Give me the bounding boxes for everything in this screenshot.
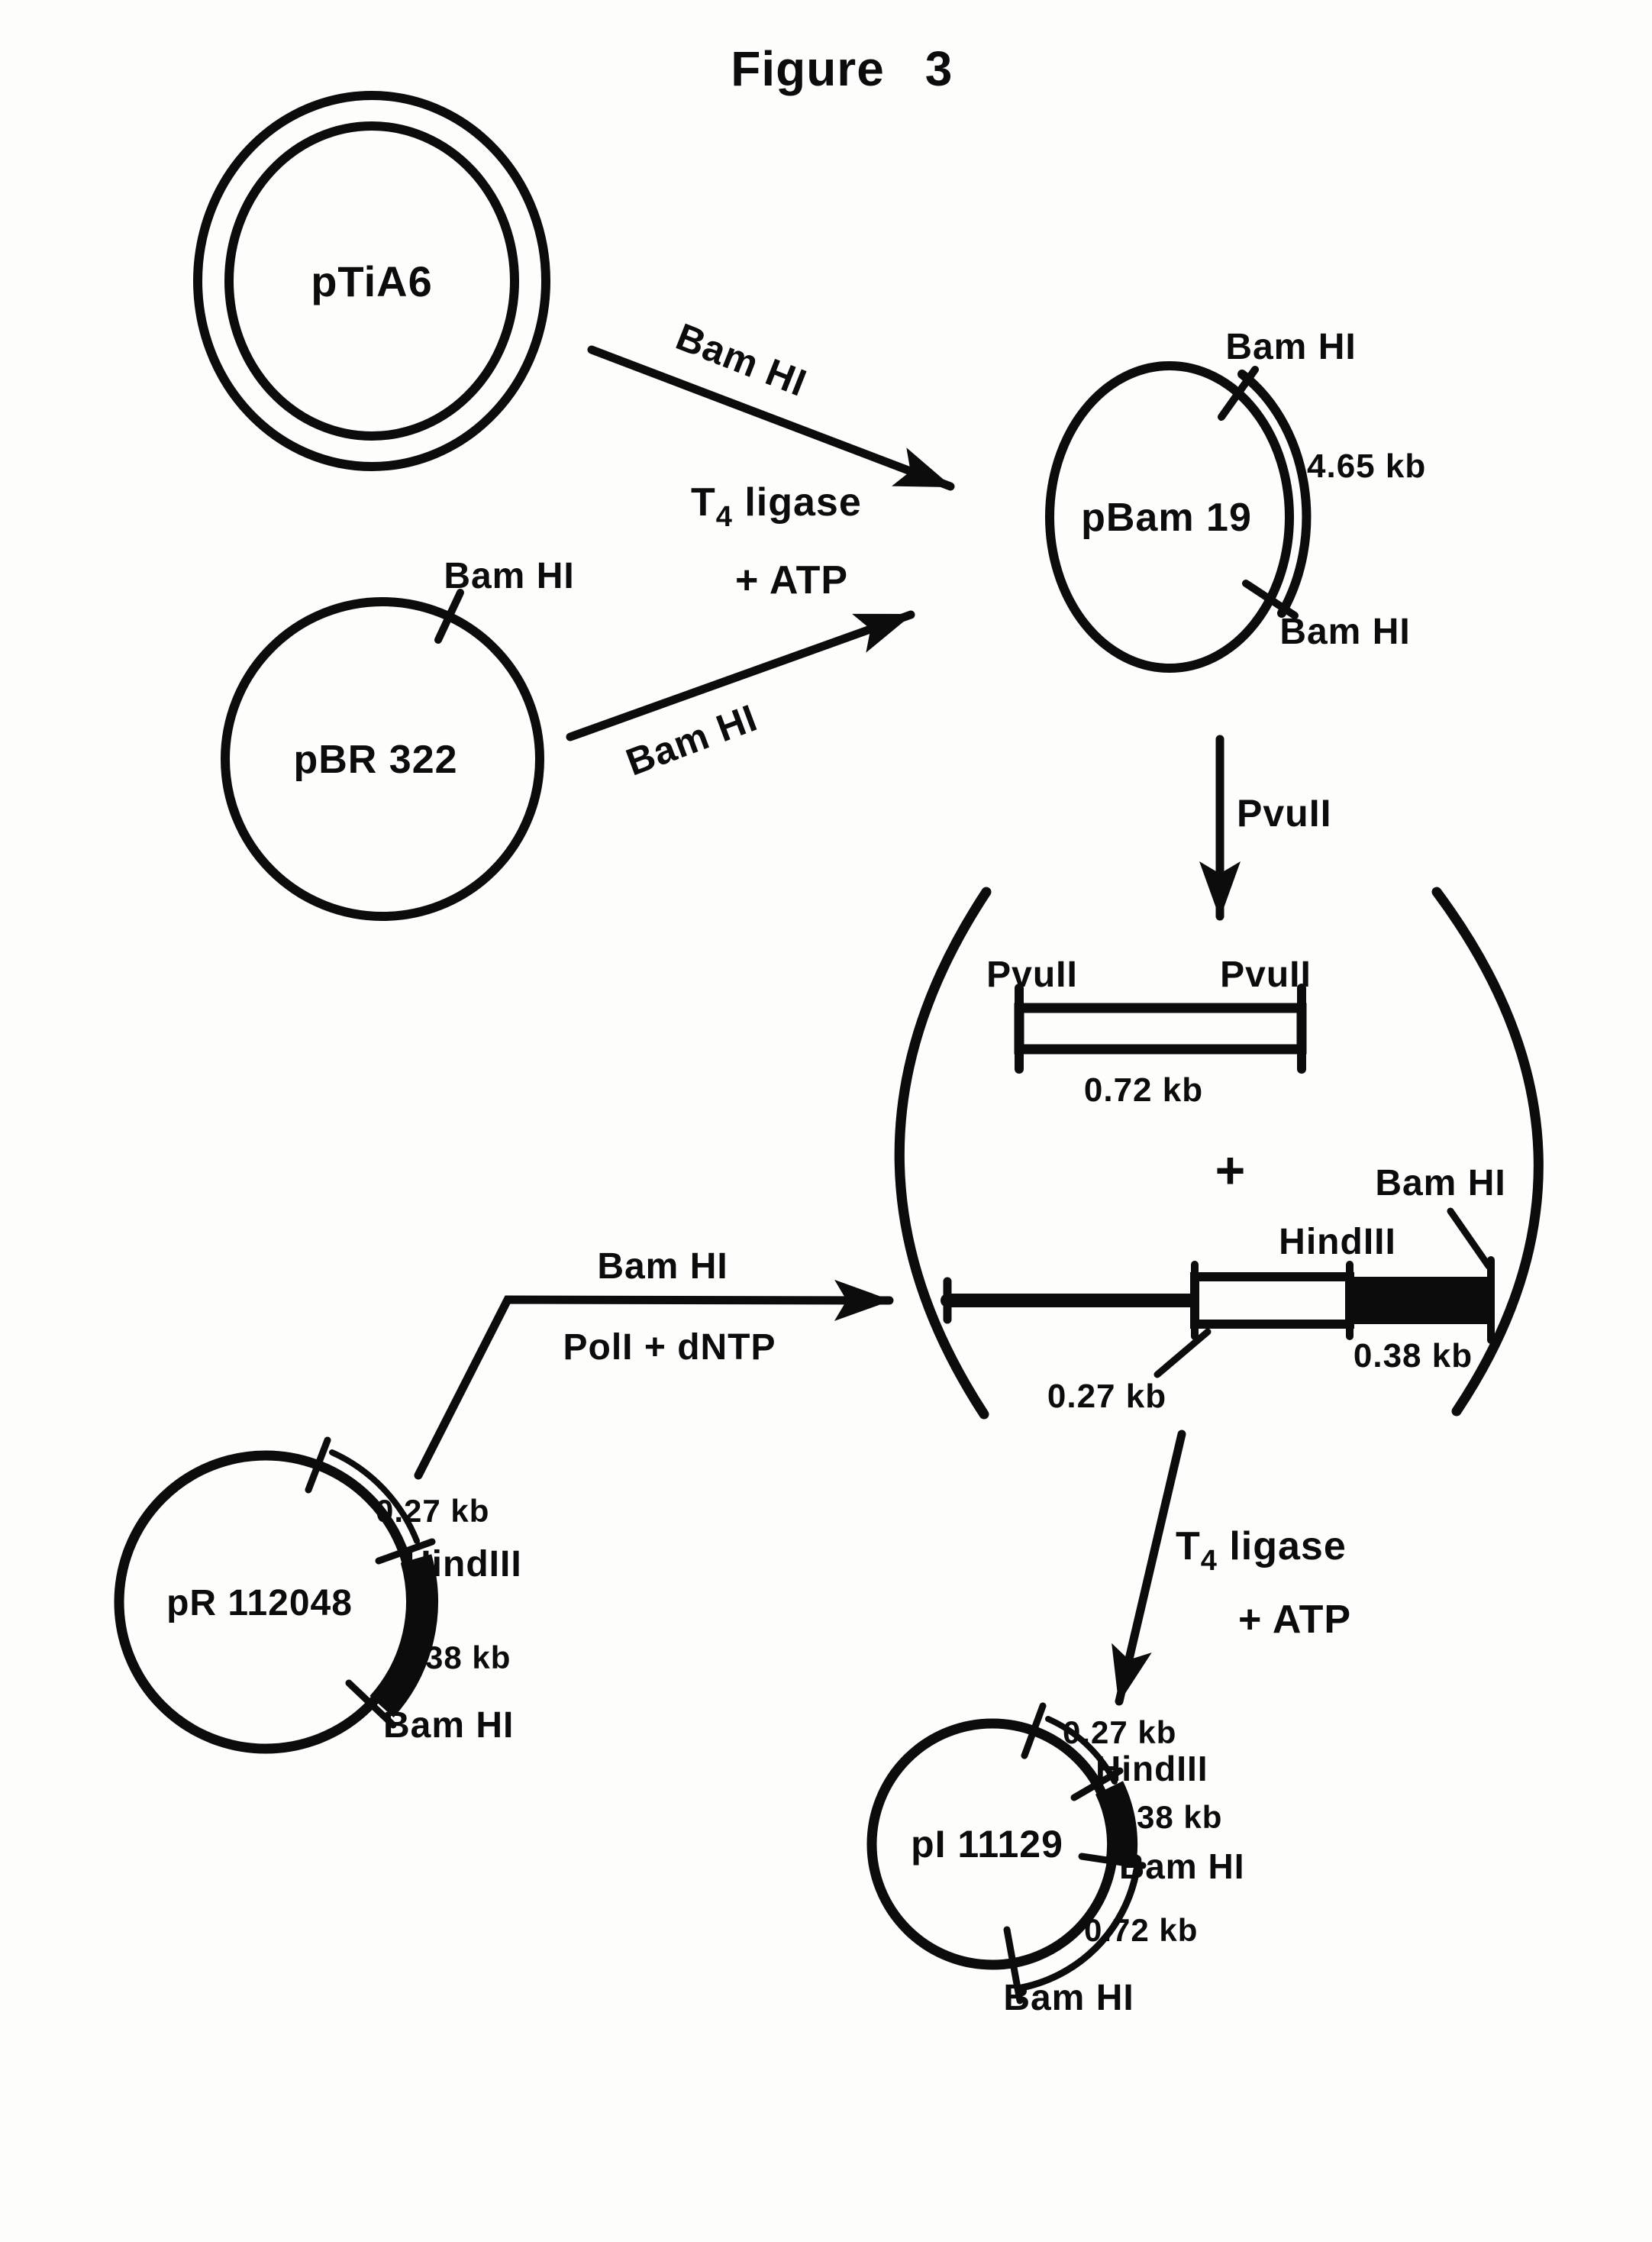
ligation-bottom-cofactor-label: + ATP xyxy=(1238,1598,1351,1642)
pvuii-fragment: PvuII PvuII 0.72 kb xyxy=(986,955,1312,1109)
pbr322-bamhi-label: Bam HI xyxy=(444,556,574,596)
pbam19-label: pBam 19 xyxy=(1081,496,1252,540)
pr112048-038-black-arc xyxy=(369,1554,438,1718)
ptia6-outer-circle xyxy=(193,91,550,471)
pbam19-bamhi-top-label: Bam HI xyxy=(1225,327,1356,367)
linear-fragment-bamhi-label: Bam HI xyxy=(1375,1163,1505,1203)
linear-fragment-027-leader xyxy=(1153,1328,1212,1378)
plasmid-ptia6: pTiA6 xyxy=(193,91,550,471)
arrow-pbr322-to-pbam19 xyxy=(566,610,915,741)
arrow-ptia6-to-pbam19 xyxy=(587,345,955,491)
ligation-top-cofactor-label: + ATP xyxy=(735,558,848,602)
pvuii-fragment-bar xyxy=(1014,1003,1307,1055)
pvuii-fragment-size-label: 0.72 kb xyxy=(1084,1071,1203,1109)
pi11129-027-label: 0.27 kb xyxy=(1063,1714,1176,1750)
pbr322-circle xyxy=(221,597,544,921)
reaction-digest-fill: Bam HI PolI + dNTP xyxy=(414,1246,894,1480)
reaction-ligation-top: T4 ligase + ATP xyxy=(691,480,862,602)
pbam19-bamhi-tick-top xyxy=(1218,366,1259,421)
pbr322-label: pBR 322 xyxy=(293,738,457,782)
plasmid-pi11129: pI 11129 0.27 kb HindIII 0.38 kb Bam HI … xyxy=(866,1702,1244,2018)
bracket-right-paren xyxy=(1431,887,1544,1417)
linear-fragment-hindiii-label: HindIII xyxy=(1279,1222,1396,1262)
pr112048-038-label: 0.38 kb xyxy=(397,1640,511,1675)
ligation-top-enzyme-label: T4 ligase xyxy=(691,480,862,533)
figure-title-word: Figure xyxy=(731,41,885,96)
pbam19-bamhi-bottom-label: Bam HI xyxy=(1279,612,1410,652)
digest-pvuii-enzyme-label: PvuII xyxy=(1237,792,1331,835)
pi11129-072-arc xyxy=(1014,1866,1141,1992)
pr112048-hindiii-tick xyxy=(375,1538,436,1565)
ptia6-inner-circle xyxy=(224,121,519,441)
pi11129-label: pI 11129 xyxy=(911,1823,1063,1866)
pi11129-top-tick xyxy=(1021,1702,1047,1759)
plasmid-pbr322: pBR 322 Bam HI xyxy=(221,556,574,921)
pvuii-fragment-right-site-label: PvuII xyxy=(1220,955,1312,995)
digest-fill-line1-label: Bam HI xyxy=(597,1246,728,1287)
bracket-left-paren xyxy=(894,887,992,1420)
pr112048-bamhi-tick xyxy=(345,1679,397,1729)
digest-fill-line2-label: PolI + dNTP xyxy=(563,1327,776,1368)
pi11129-038-label: 0.38 kb xyxy=(1108,1799,1222,1835)
pbam19-circle xyxy=(1045,361,1294,673)
linear-fragment: Bam HI HindIII 0.38 kb 0.27 kb xyxy=(941,1163,1505,1415)
plus-sign: + xyxy=(1215,1142,1247,1200)
reaction-digest-pbr322: Bam HI xyxy=(566,610,915,784)
pi11129-hindiii-tick xyxy=(1070,1767,1124,1801)
linear-fragment-open-box xyxy=(1190,1272,1354,1329)
pr112048-027-label: 0.27 kb xyxy=(376,1493,489,1529)
pi11129-bamhi-bottom-label: Bam HI xyxy=(1003,1978,1134,2018)
linear-fragment-027-label: 0.27 kb xyxy=(1047,1378,1166,1415)
reaction-digest-ptia6: Bam HI xyxy=(587,315,955,491)
pi11129-072-label: 0.72 kb xyxy=(1084,1912,1198,1948)
pr112048-hindiii-label: HindIII xyxy=(405,1544,522,1585)
pr112048-027-arc xyxy=(329,1449,420,1544)
pr112048-label: pR 112048 xyxy=(166,1583,353,1623)
reaction-ligation-bottom: T4 ligase + ATP xyxy=(1112,1430,1351,1706)
pbam19-465kb-arc xyxy=(1237,370,1312,618)
plasmid-pr112048: pR 112048 0.27 kb HindIII 0.38 kb Bam HI xyxy=(114,1436,522,1754)
ligation-bottom-enzyme-label: T4 ligase xyxy=(1176,1524,1347,1577)
figure-title-number: 3 xyxy=(925,41,953,96)
arrow-bracket-to-pi11129 xyxy=(1112,1430,1186,1706)
pi11129-bamhi-right-label: Bam HI xyxy=(1119,1846,1244,1886)
pbr322-bamhi-tick xyxy=(434,589,464,644)
pi11129-038-black-arc xyxy=(1095,1781,1138,1868)
linear-fragment-bamhi-leader xyxy=(1447,1207,1492,1270)
pvuii-fragment-left-site-label: PvuII xyxy=(986,955,1078,995)
pr112048-top-tick xyxy=(305,1436,331,1494)
pi11129-hindiii-label: HindIII xyxy=(1095,1749,1208,1788)
pbam19-bamhi-tick-bottom xyxy=(1242,580,1299,619)
reaction-digest-pvuii: PvuII xyxy=(1199,735,1331,921)
pbam19-fragment-size-label: 4.65 kb xyxy=(1307,447,1426,485)
pi11129-bamhi-right-tick xyxy=(1078,1853,1147,1869)
ptia6-label: pTiA6 xyxy=(311,257,433,305)
pr112048-bamhi-label: Bam HI xyxy=(383,1705,514,1746)
linear-fragment-black-box xyxy=(1350,1277,1491,1324)
plasmid-pbam19: pBam 19 Bam HI 4.65 kb Bam HI xyxy=(1045,327,1426,673)
arrow-pr112048-to-bracket xyxy=(414,1279,894,1480)
pi11129-bamhi-bottom-tick xyxy=(1003,1926,1024,2005)
linear-fragment-038-label: 0.38 kb xyxy=(1354,1337,1473,1375)
